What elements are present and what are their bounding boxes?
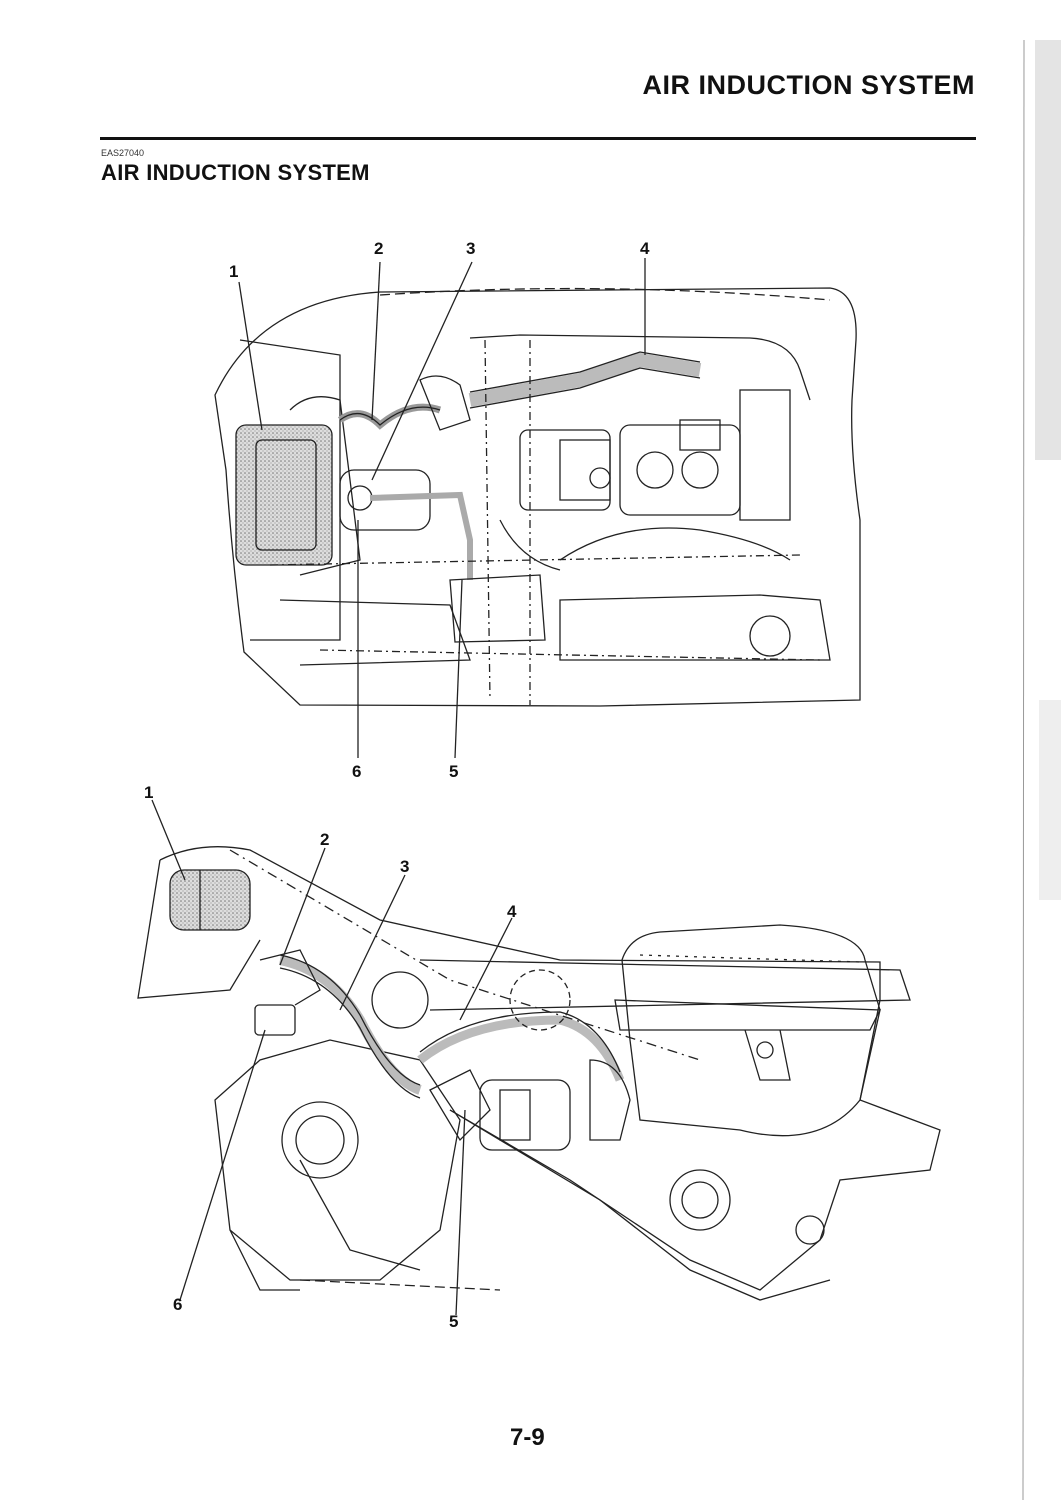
section-title: AIR INDUCTION SYSTEM [101, 160, 370, 185]
callout-6-top: 6 [352, 762, 362, 781]
page-header: AIR INDUCTION SYSTEM [642, 70, 975, 100]
callout-5-bottom: 5 [449, 1312, 459, 1331]
callout-6-bottom: 6 [173, 1295, 183, 1314]
page-number: 7-9 [510, 1424, 545, 1451]
callout-1-bottom: 1 [144, 783, 154, 802]
callout-4-bottom: 4 [507, 902, 517, 921]
header-rule [100, 137, 976, 140]
callout-4-top: 4 [640, 239, 650, 258]
callout-2-top: 2 [374, 239, 384, 258]
callout-1-top: 1 [229, 262, 239, 281]
section-code: EAS27040 [101, 148, 145, 158]
callout-3-bottom: 3 [400, 857, 410, 876]
callout-2-bottom: 2 [320, 830, 330, 849]
callout-3-top: 3 [466, 239, 476, 258]
callout-5-top: 5 [449, 762, 459, 781]
binder-edge [1022, 39, 1061, 1500]
